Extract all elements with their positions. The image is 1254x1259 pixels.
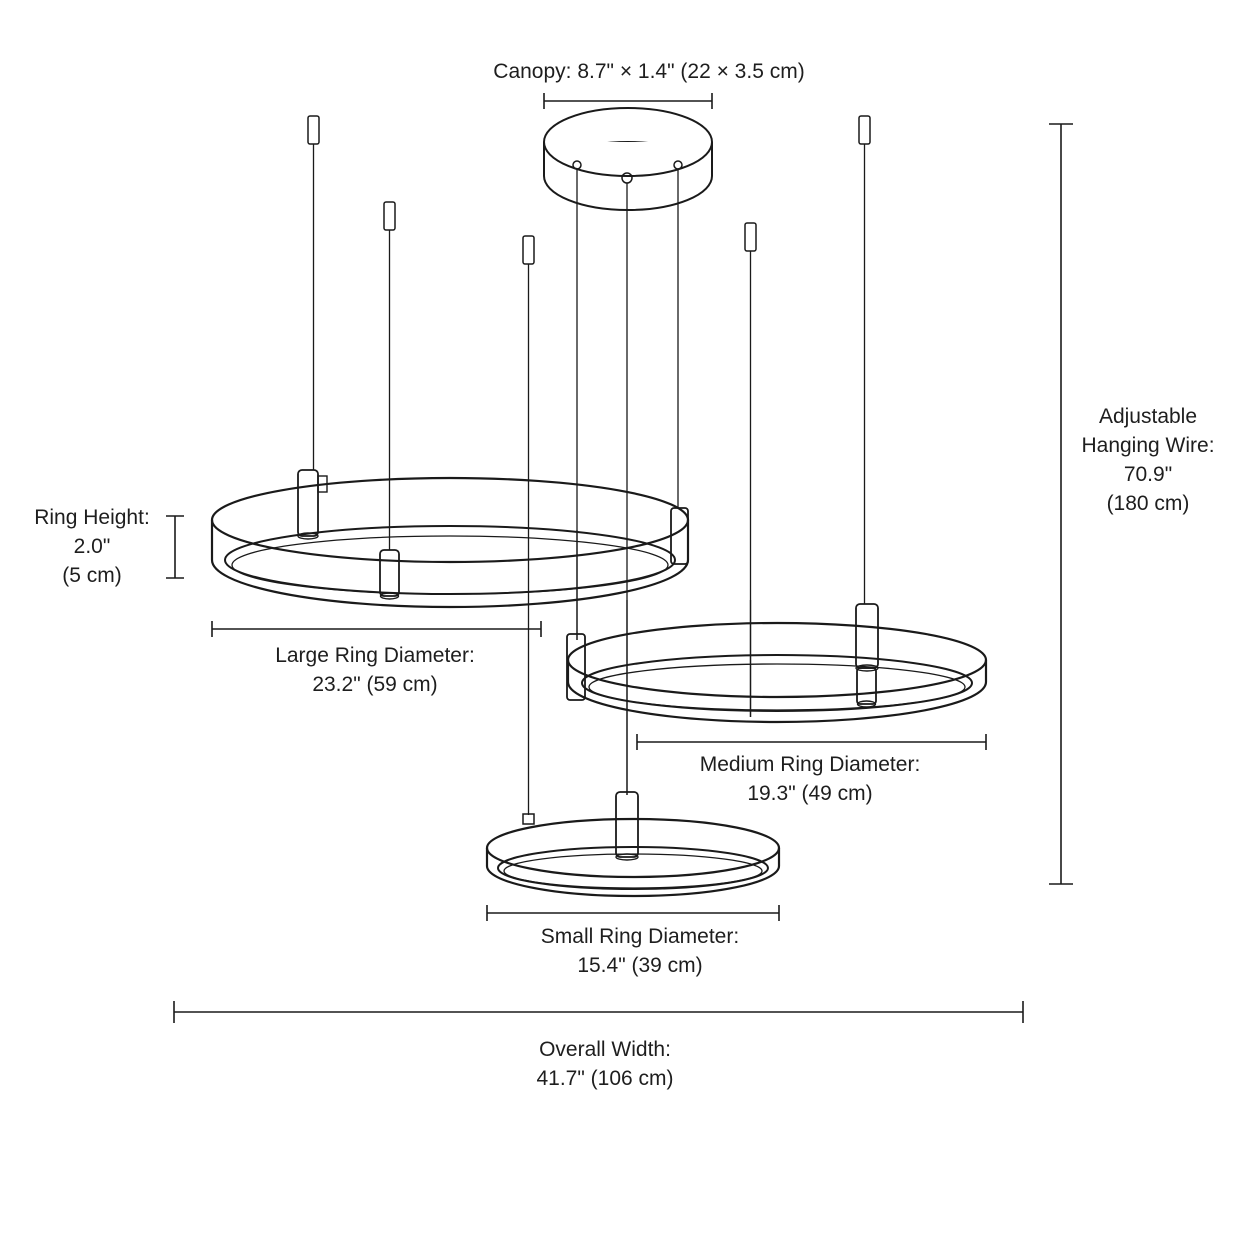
small-ring-label: Small Ring Diameter: 15.4" (39 cm) [540,925,740,977]
small-ring-dimension-line [486,905,780,921]
wire-3 [522,235,535,815]
medium-ring [566,600,988,795]
large-ring-dimension-line [211,621,542,637]
small-ring [485,791,781,898]
wire-2 [383,201,396,550]
wire-5 [858,115,871,604]
hanging-wire-dimension-line [1049,123,1073,885]
medium-ring-label: Medium Ring Diameter: 19.3" (49 cm) [699,753,921,805]
hanging-wires [307,115,871,815]
hanging-wire-label: Adjustable Hanging Wire: 70.9" (180 cm) [1081,405,1215,515]
canopy-label: Canopy: 8.7" × 1.4" (22 × 3.5 cm) [493,60,805,83]
canopy [543,107,713,211]
large-ring [210,469,690,640]
medium-ring-dimension-line [636,734,987,750]
large-ring-label: Large Ring Diameter: 23.2" (59 cm) [275,644,475,696]
overall-width-dimension-line [173,1001,1024,1023]
ring-height-dimension-line [166,515,184,579]
wire-1 [307,115,320,470]
ring-height-label: Ring Height: 2.0" (5 cm) [34,506,150,587]
canopy-dimension-line [543,93,713,109]
overall-width-label: Overall Width: 41.7" (106 cm) [536,1038,674,1090]
